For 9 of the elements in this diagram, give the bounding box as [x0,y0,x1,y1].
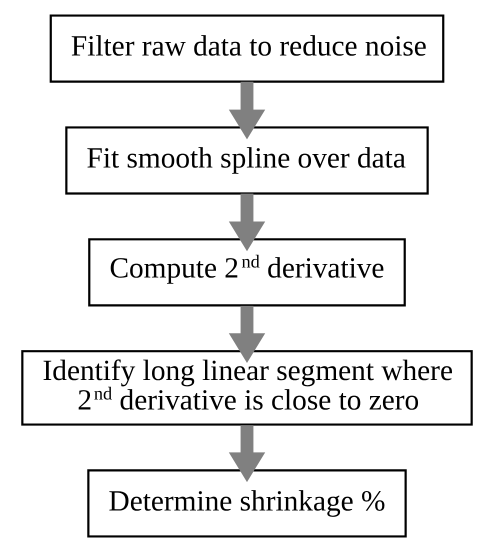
arrow [228,194,266,252]
node-box: Fit smooth spline over data [65,126,429,195]
node-box: Compute 2$^{nd}$ derivative [88,238,406,306]
node-box: Filter raw data to reduce noise [50,14,444,83]
node-box: Identify long linear segment where 2$^{nd}$ derivative is close to zero [21,350,473,426]
arrow [228,306,266,363]
arrow [228,425,266,482]
node-box: Determine shrinkage % [87,469,407,538]
arrow [228,82,266,140]
